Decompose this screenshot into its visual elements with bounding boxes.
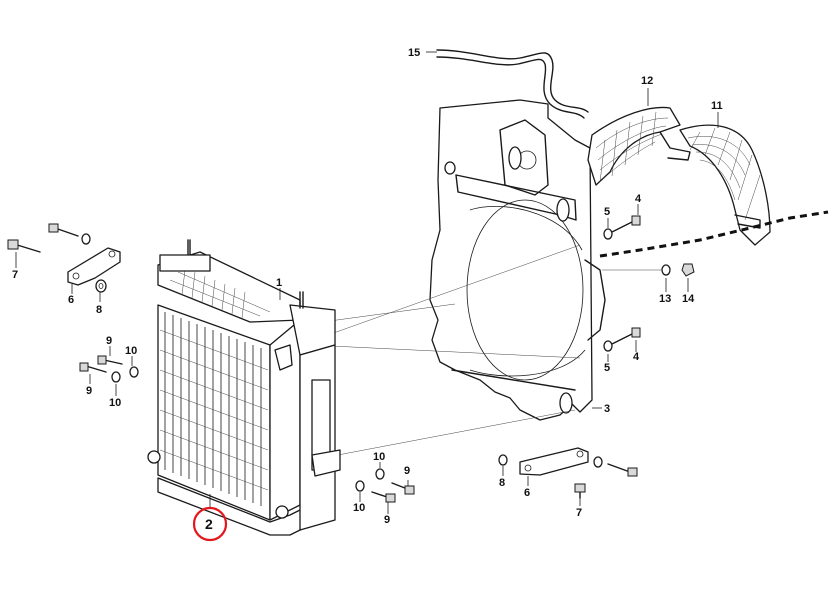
alignment-lines <box>299 244 581 459</box>
callout-9-a: 9 <box>106 335 112 347</box>
callout-5-upper: 5 <box>604 206 610 218</box>
callout-labels: 15 12 11 4 5 13 14 4 5 3 1 7 6 8 9 10 9 … <box>12 47 723 526</box>
callout-15: 15 <box>408 47 420 59</box>
callout-11: 11 <box>711 100 723 112</box>
highlighted-callout-2[interactable]: 2 <box>192 506 228 542</box>
highlight-circle <box>192 506 228 542</box>
part-15-hose <box>436 49 589 119</box>
callout-7-left: 7 <box>12 269 18 281</box>
callout-3: 3 <box>604 403 610 415</box>
callout-13: 13 <box>659 293 671 305</box>
part-6-bracket-left <box>67 247 121 286</box>
callout-12: 12 <box>641 75 653 87</box>
part-6-bracket-right <box>519 447 589 476</box>
callout-9-c: 9 <box>404 465 410 477</box>
fasteners <box>7 215 695 503</box>
callout-4-upper: 4 <box>635 193 642 205</box>
part-11-fan-guard <box>679 124 771 246</box>
callout-10-d: 10 <box>353 502 365 514</box>
callout-8-left: 8 <box>96 304 102 316</box>
callout-4-lower: 4 <box>633 351 640 363</box>
callout-14: 14 <box>682 293 695 305</box>
callout-10-b: 10 <box>109 397 121 409</box>
callout-10-a: 10 <box>125 345 137 357</box>
dashed-assembly-line <box>599 210 829 258</box>
leader-lines <box>15 51 719 514</box>
part-3-fan-shroud <box>429 99 606 421</box>
callout-7-right: 7 <box>576 507 582 519</box>
callout-5-lower: 5 <box>604 362 610 374</box>
part-2-radiator-core <box>147 304 321 536</box>
core-fins <box>159 312 269 506</box>
callout-8-right: 8 <box>499 477 505 489</box>
callout-1: 1 <box>276 277 282 289</box>
callout-6-right: 6 <box>524 487 530 499</box>
callout-10-c: 10 <box>373 451 385 463</box>
callout-2: 2 <box>205 516 213 532</box>
radiator-side-tank <box>274 291 341 531</box>
top-fins <box>181 269 246 319</box>
callout-9-b: 9 <box>86 385 92 397</box>
callout-6-left: 6 <box>68 294 74 306</box>
callout-9-d: 9 <box>384 514 390 526</box>
part-12-fan-guard <box>587 106 691 186</box>
